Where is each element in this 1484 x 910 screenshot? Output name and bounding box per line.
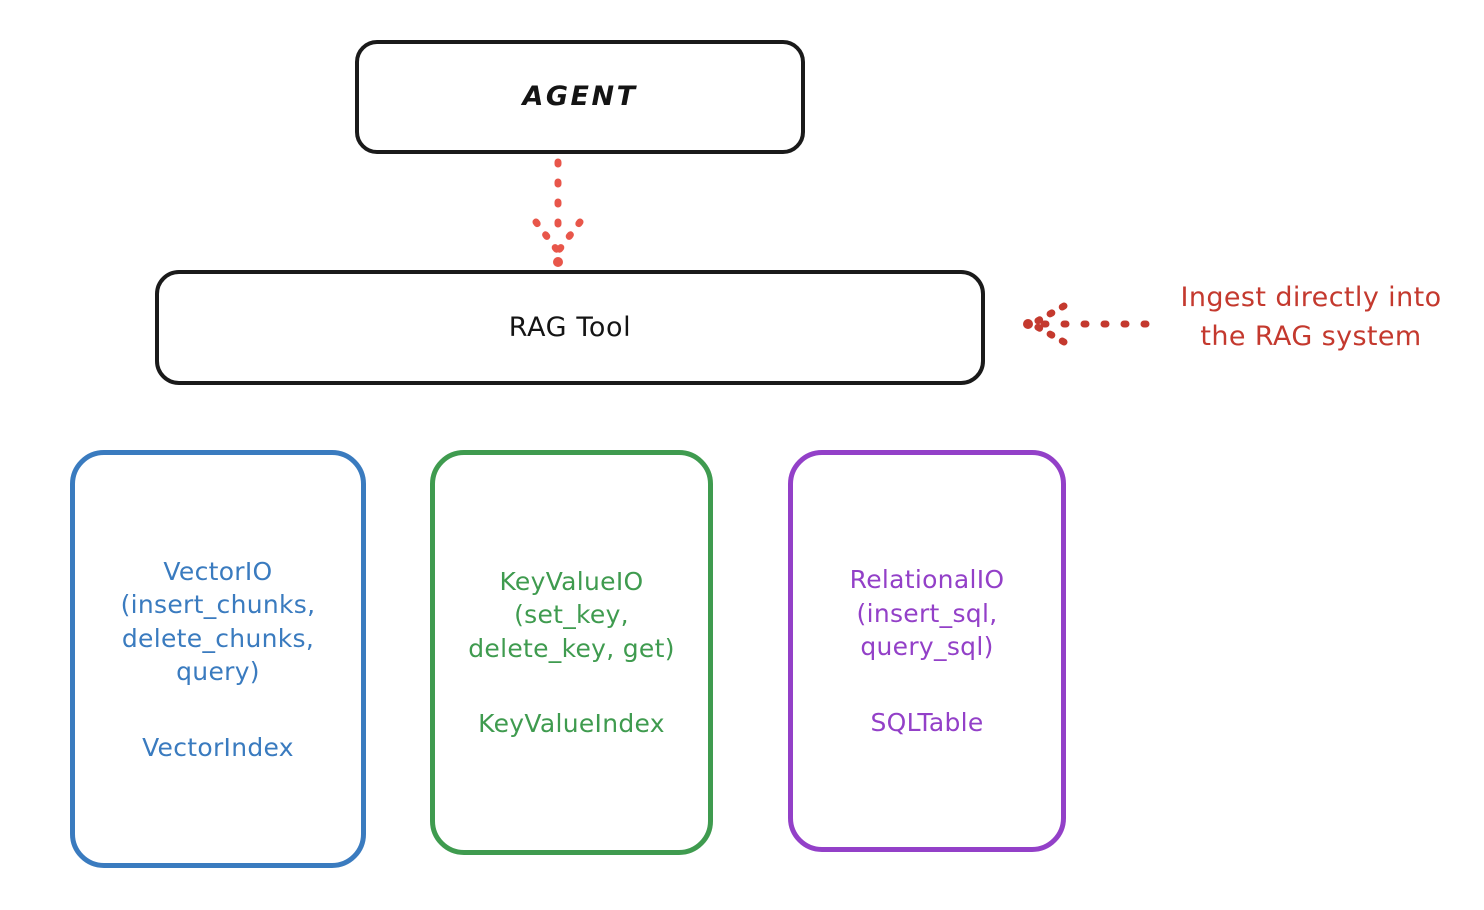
agent-to-ragtool-arrow xyxy=(532,158,584,267)
ingest-annotation-label: Ingest directly into the RAG system xyxy=(1180,282,1442,353)
ingest-arrow-icon xyxy=(1023,302,1150,346)
vectorio-api-label: VectorIO (insert_chunks, delete_chunks, … xyxy=(120,556,316,687)
vectorio-index-label: VectorIndex xyxy=(142,732,294,762)
vectorio-card[interactable]: VectorIO (insert_chunks, delete_chunks, … xyxy=(70,450,366,868)
keyvalueio-card[interactable]: KeyValueIO (set_key, delete_key, get) Ke… xyxy=(430,450,713,855)
agent-node[interactable]: AGENT xyxy=(355,40,805,154)
agent-node-label: AGENT xyxy=(522,81,638,113)
keyvalueio-index-label: KeyValueIndex xyxy=(478,709,665,739)
rag-tool-node[interactable]: RAG Tool xyxy=(155,270,985,385)
keyvalueio-api-label: KeyValueIO (set_key, delete_key, get) xyxy=(468,566,675,663)
relationalio-index-label: SQLTable xyxy=(870,707,984,737)
rag-tool-node-label: RAG Tool xyxy=(508,311,632,343)
relationalio-api-label: RelationalIO (insert_sql, query_sql) xyxy=(849,565,1005,662)
relationalio-card[interactable]: RelationalIO (insert_sql, query_sql) SQL… xyxy=(788,450,1066,852)
